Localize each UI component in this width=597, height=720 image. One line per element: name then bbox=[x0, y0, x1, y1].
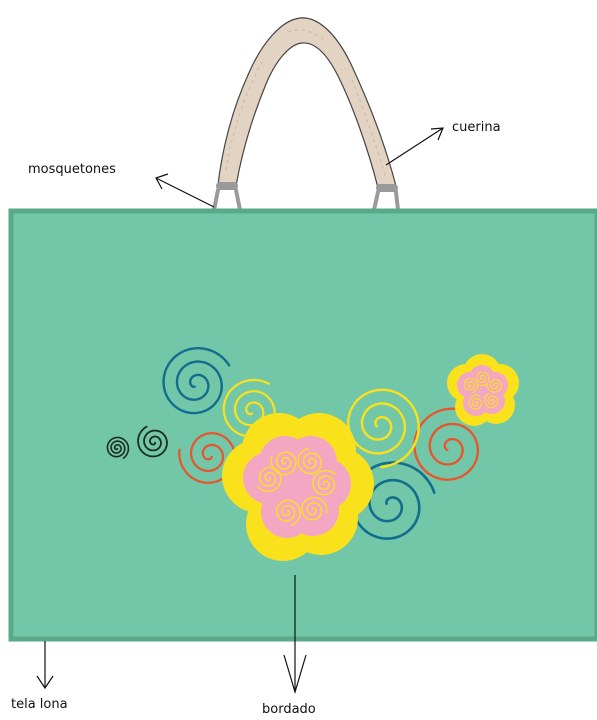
label-bordado: bordado bbox=[262, 702, 316, 717]
arrow-mosquetones bbox=[156, 174, 214, 207]
leather-strap bbox=[218, 18, 396, 188]
arrow-tela-lona bbox=[37, 641, 53, 688]
label-mosquetones: mosquetones bbox=[28, 162, 116, 177]
right-carabiner bbox=[374, 184, 398, 210]
left-carabiner bbox=[214, 182, 240, 210]
label-tela-lona: tela lona bbox=[11, 697, 68, 712]
label-cuerina: cuerina bbox=[452, 120, 501, 135]
arrow-cuerina bbox=[386, 128, 443, 165]
